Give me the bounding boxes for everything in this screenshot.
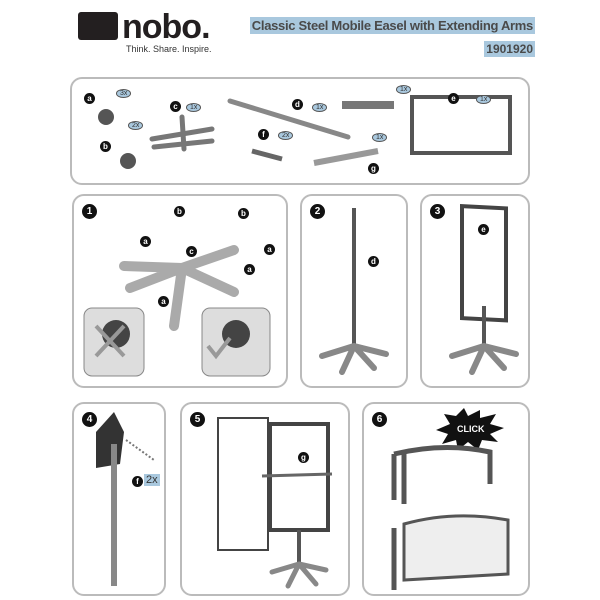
base-assembly-illustration — [83, 245, 271, 377]
extending-arms-illustration — [217, 417, 333, 589]
step-label: g — [298, 452, 309, 463]
click-illustration — [391, 408, 510, 590]
parts-panel: a 3x b 2x c 1x d 1x f 2x 1x g 1x e 1x — [70, 77, 530, 185]
step-label: c — [186, 246, 197, 257]
tagline: Think. Share. Inspire. — [126, 44, 212, 54]
part-qty: 3x — [116, 89, 132, 98]
step-number: 1 — [82, 204, 97, 219]
logo-figure-icon — [78, 12, 118, 40]
part-qty: 1x — [476, 95, 492, 104]
product-code: 1901920 — [484, 41, 535, 57]
step-6-panel: 6 CLICK — [362, 402, 530, 596]
pole-illustration — [319, 208, 389, 375]
part-label: g — [368, 163, 379, 174]
step-label: a — [158, 296, 169, 307]
step-number: 3 — [430, 204, 445, 219]
brand-name: nobo. — [122, 8, 211, 46]
step-number: 4 — [82, 412, 97, 427]
part-qty: 1x — [186, 103, 202, 112]
step-qty: 2x — [144, 474, 160, 486]
step-3-panel: 3 e — [420, 194, 530, 388]
click-callout: CLICK — [457, 424, 485, 434]
part-label: e — [448, 93, 459, 104]
part-label: d — [292, 99, 303, 110]
step-number: 5 — [190, 412, 205, 427]
step-label: e — [478, 224, 489, 235]
step-label: a — [140, 236, 151, 247]
step-label: a — [244, 264, 255, 275]
part-label: c — [170, 101, 181, 112]
step-label: a — [264, 244, 275, 255]
step-label: f — [132, 476, 143, 487]
step-number: 6 — [372, 412, 387, 427]
step-number: 2 — [310, 204, 325, 219]
part-qty: 1x — [396, 85, 412, 94]
step-5-panel: 5 g — [180, 402, 350, 596]
step-4-panel: 4 f 2x — [72, 402, 166, 596]
step-label: d — [368, 256, 379, 267]
part-qty: 2x — [278, 131, 294, 140]
part-qty: 1x — [372, 133, 388, 142]
step-1-panel: 1 b b c a a a a — [72, 194, 288, 388]
part-qty: 2x — [128, 121, 144, 130]
part-qty: 1x — [312, 103, 328, 112]
part-label: b — [100, 141, 111, 152]
step-2-panel: 2 d — [300, 194, 408, 388]
product-title: Classic Steel Mobile Easel with Extendin… — [249, 17, 535, 34]
board-mount-illustration — [449, 203, 519, 375]
step-label: b — [174, 206, 185, 217]
step-label: b — [238, 208, 249, 219]
screw-fix-illustration — [96, 412, 155, 586]
part-label: f — [258, 129, 269, 140]
parts-illustration — [98, 95, 512, 169]
part-label: a — [84, 93, 95, 104]
